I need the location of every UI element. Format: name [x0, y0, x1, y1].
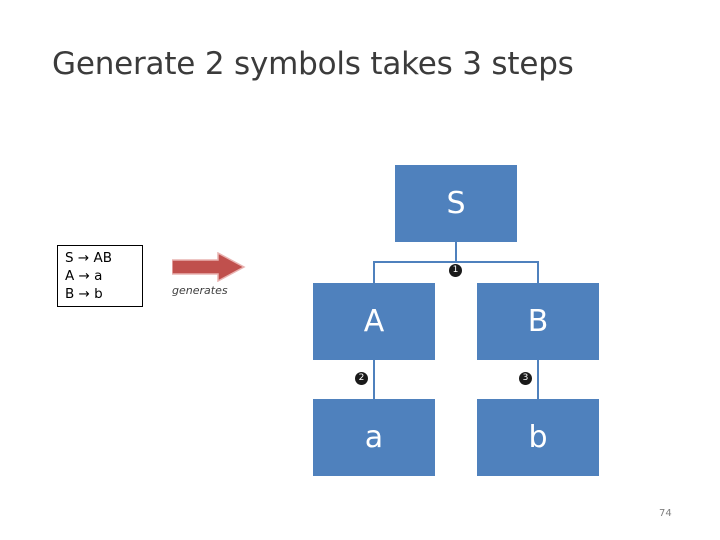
rule-line: A → a — [65, 268, 103, 284]
grammar-rules-box: S → AB A → a B → b — [57, 245, 143, 307]
right-arrow-icon — [171, 251, 254, 283]
tree-node-s: S — [395, 165, 517, 242]
connector-b-to-terminal — [537, 360, 539, 399]
generates-label: generates — [172, 284, 228, 297]
step-badge-3: 3 — [519, 372, 532, 385]
connector-horizontal — [374, 261, 538, 263]
tree-node-b: B — [477, 283, 599, 360]
tree-node-a-terminal: a — [313, 399, 435, 476]
tree-node-b-terminal: b — [477, 399, 599, 476]
page-number: 74 — [659, 508, 672, 519]
connector-to-a — [373, 261, 375, 283]
connector-a-to-terminal — [373, 360, 375, 399]
page-title: Generate 2 symbols takes 3 steps — [52, 46, 574, 82]
step-badge-1: 1 — [449, 264, 462, 277]
connector-to-b — [537, 261, 539, 283]
rule-line: B → b — [65, 286, 103, 302]
step-badge-2: 2 — [355, 372, 368, 385]
tree-node-a: A — [313, 283, 435, 360]
rule-line: S → AB — [65, 250, 112, 266]
connector-s-to-children — [455, 242, 457, 262]
